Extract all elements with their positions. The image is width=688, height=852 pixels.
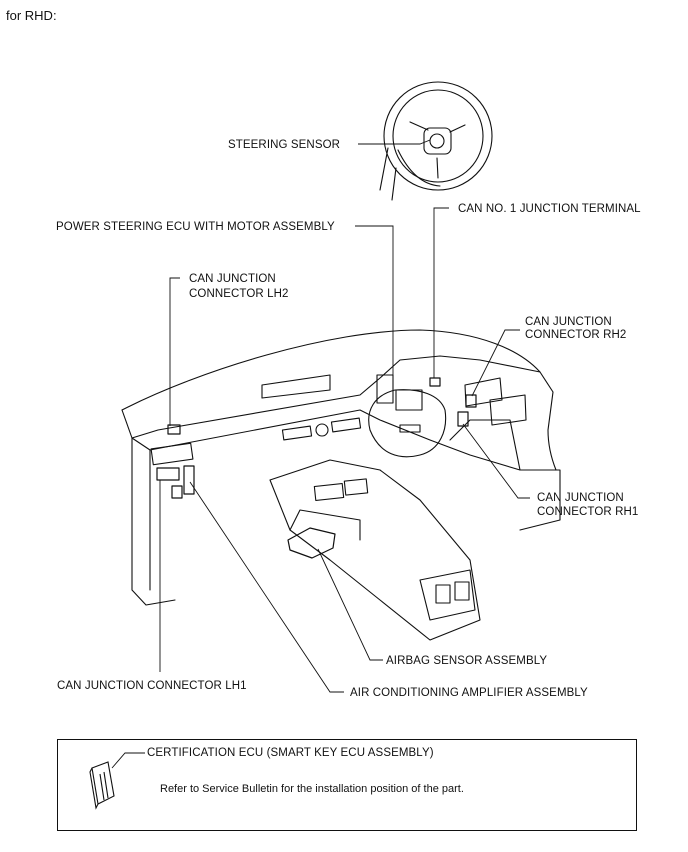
label-can-junction-rh2-line2: CONNECTOR RH2 <box>525 329 627 341</box>
dashboard-outline <box>121 329 557 471</box>
label-can-junction-lh2-line1: CAN JUNCTION <box>189 273 276 285</box>
steering-wheel <box>379 81 493 201</box>
label-steering-sensor: STEERING SENSOR <box>228 139 341 151</box>
note-box <box>57 739 637 831</box>
label-can-junction-lh2-line2: CONNECTOR LH2 <box>189 288 289 300</box>
note-text: Refer to Service Bulletin for the instal… <box>160 783 464 795</box>
leader-can-rh2 <box>471 329 520 397</box>
label-certification-ecu: CERTIFICATION ECU (SMART KEY ECU ASSEMBL… <box>147 747 434 759</box>
leader-airbag <box>317 548 383 661</box>
page-header: for RHD: <box>6 8 57 23</box>
leader-power-steering <box>355 225 394 378</box>
label-can-junction-rh2-line1: CAN JUNCTION <box>525 316 612 328</box>
leader-can-no1 <box>433 207 449 378</box>
leader-steering-sensor <box>358 139 431 145</box>
airbag-sensor-part <box>287 527 336 559</box>
label-airbag-sensor-assembly: AIRBAG SENSOR ASSEMBLY <box>386 655 548 667</box>
leader-can-rh1 <box>462 423 530 499</box>
leader-ac-amp <box>189 481 344 693</box>
label-can-junction-lh1: CAN JUNCTION CONNECTOR LH1 <box>57 680 247 692</box>
leader-cert-ecu <box>111 752 145 769</box>
center-console <box>269 459 481 641</box>
label-power-steering-ecu: POWER STEERING ECU WITH MOTOR ASSEMBLY <box>56 221 335 233</box>
leader-can-lh2 <box>169 277 180 426</box>
label-air-conditioning-amplifier: AIR CONDITIONING AMPLIFIER ASSEMBLY <box>350 687 588 699</box>
label-can-no1-junction-terminal: CAN NO. 1 JUNCTION TERMINAL <box>458 203 641 215</box>
certification-ecu-part <box>89 761 115 810</box>
label-can-junction-rh1-line2: CONNECTOR RH1 <box>537 506 639 518</box>
label-can-junction-rh1-line1: CAN JUNCTION <box>537 492 624 504</box>
